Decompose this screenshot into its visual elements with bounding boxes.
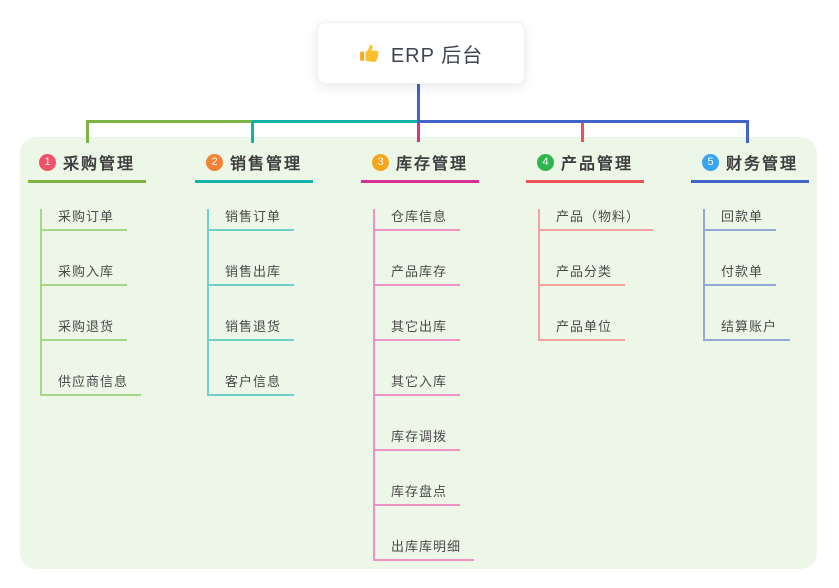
branch-label: 产品管理 xyxy=(561,156,634,173)
branch-item[interactable]: 供应商信息 xyxy=(42,374,142,396)
branch-items: 产品（物料） 产品分类 产品单位 xyxy=(538,209,654,341)
branch-item[interactable]: 产品分类 xyxy=(540,264,626,286)
branch-items: 仓库信息 产品库存 其它出库 其它入库 库存调拨 库存盘点 出库库明细 xyxy=(373,209,479,561)
branch-item[interactable]: 其它出库 xyxy=(375,319,461,341)
number-badge: 1 xyxy=(39,153,56,171)
branch-label: 销售管理 xyxy=(230,156,303,173)
branch-inventory: 3 库存管理 仓库信息 产品库存 其它出库 其它入库 库存调拨 库存盘点 出库库… xyxy=(361,150,480,561)
drop-line-sales xyxy=(251,120,254,143)
branch-finance: 5 财务管理 回款单 付款单 结算账户 xyxy=(691,150,810,341)
branch-item[interactable]: 产品单位 xyxy=(540,319,626,341)
branch-item[interactable]: 产品（物料） xyxy=(540,209,654,231)
drop-line-purchase xyxy=(86,120,89,143)
thumbs-up-icon xyxy=(359,44,379,62)
drop-line-finance xyxy=(746,120,749,143)
branch-item[interactable]: 销售出库 xyxy=(209,264,295,286)
connector-teal-horizontal xyxy=(251,120,420,123)
branch-title[interactable]: 3 库存管理 xyxy=(361,150,480,183)
root-title: ERP 后台 xyxy=(390,44,484,67)
branch-label: 财务管理 xyxy=(726,156,799,173)
branch-items: 销售订单 销售出库 销售退货 客户信息 xyxy=(207,209,313,396)
branch-title[interactable]: 1 采购管理 xyxy=(28,150,147,183)
branch-item[interactable]: 库存调拨 xyxy=(375,429,461,451)
number-badge: 3 xyxy=(372,153,389,171)
branch-title[interactable]: 4 产品管理 xyxy=(526,150,645,183)
branch-title[interactable]: 5 财务管理 xyxy=(691,150,810,183)
branch-item[interactable]: 客户信息 xyxy=(209,374,295,396)
root-node[interactable]: ERP 后台 xyxy=(317,22,525,84)
branch-item[interactable]: 销售订单 xyxy=(209,209,295,231)
branch-items: 回款单 付款单 结算账户 xyxy=(703,209,809,341)
number-badge: 4 xyxy=(537,153,554,171)
branch-sales: 2 销售管理 销售订单 销售出库 销售退货 客户信息 xyxy=(195,150,314,396)
root-connector-line xyxy=(417,82,420,123)
branch-purchase: 1 采购管理 采购订单 采购入库 采购退货 供应商信息 xyxy=(28,150,147,396)
branch-product: 4 产品管理 产品（物料） 产品分类 产品单位 xyxy=(526,150,654,341)
branch-items: 采购订单 采购入库 采购退货 供应商信息 xyxy=(40,209,146,396)
branch-label: 采购管理 xyxy=(63,156,136,173)
drop-line-product xyxy=(581,123,584,142)
branch-item[interactable]: 结算账户 xyxy=(705,319,791,341)
branch-item[interactable]: 回款单 xyxy=(705,209,777,231)
connector-blue-horizontal xyxy=(417,120,749,123)
number-badge: 2 xyxy=(206,153,223,171)
branch-label: 库存管理 xyxy=(396,156,469,173)
branch-item[interactable]: 销售退货 xyxy=(209,319,295,341)
branch-item[interactable]: 采购订单 xyxy=(42,209,128,231)
branch-item[interactable]: 采购退货 xyxy=(42,319,128,341)
branch-item[interactable]: 付款单 xyxy=(705,264,777,286)
branch-title[interactable]: 2 销售管理 xyxy=(195,150,314,183)
drop-line-inventory xyxy=(417,123,420,142)
branch-item[interactable]: 产品库存 xyxy=(375,264,461,286)
branch-item[interactable]: 采购入库 xyxy=(42,264,128,286)
branch-item[interactable]: 仓库信息 xyxy=(375,209,461,231)
branch-item[interactable]: 出库库明细 xyxy=(375,539,475,561)
branch-item[interactable]: 库存盘点 xyxy=(375,484,461,506)
branch-item[interactable]: 其它入库 xyxy=(375,374,461,396)
number-badge: 5 xyxy=(702,153,719,171)
branches-panel xyxy=(20,137,817,569)
